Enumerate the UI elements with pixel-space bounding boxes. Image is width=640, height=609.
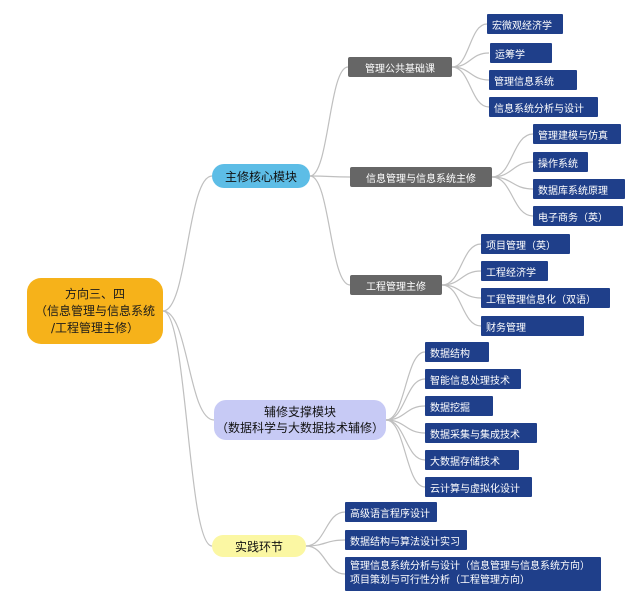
link-main-cat-0 [309, 66, 349, 177]
course-e-commerce: 电子商务（英） [533, 206, 623, 226]
link-practice-leaf-0 [305, 511, 346, 547]
link-cat-0-leaf-0 [451, 23, 488, 68]
link-aux-leaf-0 [385, 351, 426, 421]
course-financial-management: 财务管理 [481, 316, 584, 336]
link-root-main [162, 175, 213, 312]
course-intelligent-info-processing: 智能信息处理技术 [425, 369, 521, 389]
root-line-2: （信息管理与信息系统 [34, 303, 155, 318]
link-practice-leaf-2 [305, 545, 346, 575]
link-cat-2-leaf-3 [441, 284, 482, 327]
link-practice-leaf-1 [305, 539, 346, 547]
course-engineering-economics: 工程经济学 [481, 261, 548, 281]
aux-line-1: 辅修支撑模块 [263, 405, 336, 419]
course-data-structures: 数据结构 [425, 342, 489, 362]
aux-module-node: 辅修支撑模块 （数据科学与大数据技术辅修） [214, 400, 386, 440]
course-project-management: 项目管理（英） [481, 234, 570, 254]
course-operations-research: 运筹学 [490, 43, 552, 63]
course-engineering-informatization: 工程管理信息化（双语） [481, 288, 610, 308]
course-data-collection-integration: 数据采集与集成技术 [425, 423, 537, 443]
course-cloud-virtualization: 云计算与虚拟化设计 [425, 477, 532, 497]
course-is-analysis-design: 信息系统分析与设计 [489, 97, 598, 117]
combined-practice-line-1: 管理信息系统分析与设计（信息管理与信息系统方向） [350, 561, 590, 572]
link-cat-2-leaf-0 [441, 243, 482, 286]
course-data-mining: 数据挖掘 [425, 396, 493, 416]
link-cat-1-leaf-3 [491, 176, 534, 217]
category-engineering-major: 工程管理主修 [350, 275, 442, 295]
link-root-aux [162, 310, 215, 421]
link-root-practice [162, 310, 213, 547]
course-macro-micro-economics: 宏微观经济学 [487, 14, 563, 34]
link-cat-0-leaf-1 [451, 52, 490, 68]
link-cat-2-leaf-1 [441, 270, 482, 286]
course-database-principles: 数据库系统原理 [533, 179, 625, 199]
link-main-cat-1 [309, 175, 351, 178]
practice-node: 实践环节 [212, 535, 306, 557]
link-aux-leaf-5 [385, 419, 426, 488]
combined-practice-line-2: 项目策划与可行性分析（工程管理方向） [350, 575, 530, 586]
category-public-basics: 管理公共基础课 [348, 57, 452, 77]
course-advanced-programming: 高级语言程序设计 [345, 502, 437, 522]
course-operating-systems: 操作系统 [533, 152, 588, 172]
course-combined-practice: 管理信息系统分析与设计（信息管理与信息系统方向） 项目策划与可行性分析（工程管理… [345, 557, 601, 591]
link-cat-1-leaf-0 [491, 133, 534, 178]
root-line-1: 方向三、四 [64, 286, 125, 301]
link-cat-1-leaf-1 [491, 161, 534, 178]
aux-line-2: （数据科学与大数据技术辅修） [215, 421, 384, 435]
link-aux-leaf-1 [385, 378, 426, 421]
root-line-3: /工程管理主修） [50, 320, 140, 335]
link-main-cat-2 [309, 175, 351, 286]
course-modeling-simulation: 管理建模与仿真 [533, 124, 621, 144]
course-mis: 管理信息系统 [489, 70, 577, 90]
root-node-direction: 方向三、四 （信息管理与信息系统 /工程管理主修） [27, 278, 163, 344]
course-big-data-storage: 大数据存储技术 [425, 450, 519, 470]
main-module-node: 主修核心模块 [212, 164, 310, 188]
link-aux-leaf-2 [385, 405, 426, 421]
link-cat-0-leaf-3 [451, 66, 490, 108]
category-info-systems-major: 信息管理与信息系统主修 [350, 167, 492, 187]
course-ds-algorithm-practice: 数据结构与算法设计实习 [345, 530, 467, 550]
